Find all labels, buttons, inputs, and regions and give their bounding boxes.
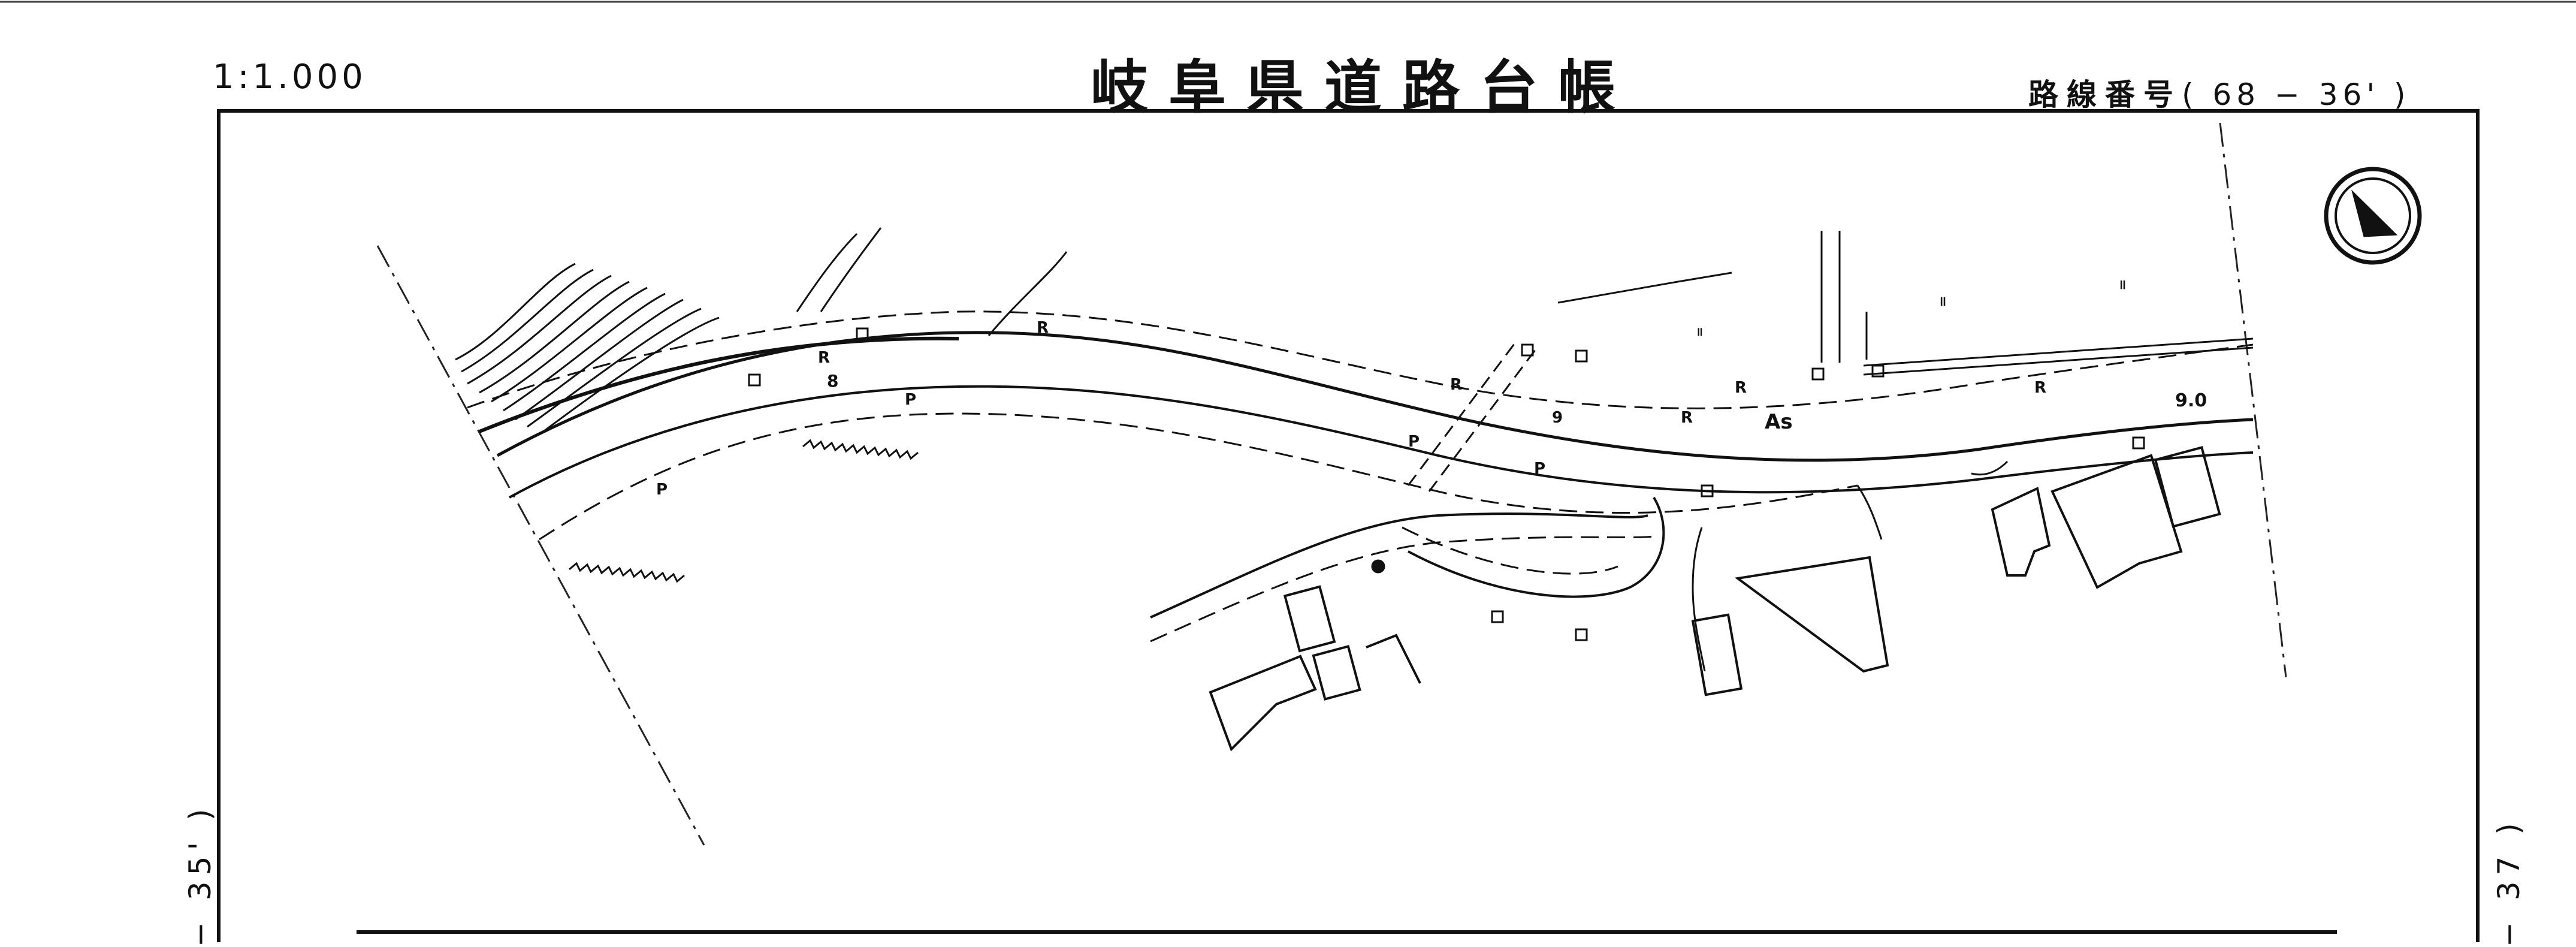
sidewalk-label-2: P bbox=[905, 391, 916, 409]
field-mark-2: ॥ bbox=[2118, 278, 2126, 292]
retaining-label-4: R bbox=[1681, 409, 1693, 427]
sidewalk-label-1: P bbox=[656, 481, 668, 499]
sidewalk-label-4: P bbox=[1534, 460, 1545, 478]
parcel-lines bbox=[1557, 231, 2254, 376]
retaining-label-3: R bbox=[1450, 376, 1462, 394]
road-width-label: 9.0 bbox=[2175, 390, 2207, 411]
retaining-label-2: R bbox=[1037, 319, 1049, 337]
map-scale: 1:1.000 bbox=[213, 58, 367, 96]
retaining-label-1: R bbox=[818, 349, 830, 367]
road-surface-label: As bbox=[1765, 410, 1793, 434]
sidewalk-label-3: P bbox=[1408, 433, 1420, 451]
north-arrow-icon bbox=[2324, 167, 2422, 265]
slope-contours bbox=[455, 227, 1068, 436]
station-label-9: 9 bbox=[1552, 409, 1563, 427]
station-label-8: 8 bbox=[827, 371, 838, 391]
field-mark-1: ॥ bbox=[1938, 294, 1946, 309]
retaining-wall-hatch bbox=[569, 439, 2009, 672]
map-frame bbox=[217, 109, 2480, 942]
buildings bbox=[1209, 446, 2221, 752]
boundary-line-right bbox=[2219, 122, 2287, 678]
route-number-value: ( 68 − 36' ) bbox=[2182, 77, 2411, 112]
crossing-dashed bbox=[1407, 341, 1538, 492]
map-labels: 8 9 As 9.0 P P P P R R R R R R ॥ ॥ ॥ bbox=[656, 278, 2207, 499]
main-road bbox=[467, 310, 2254, 541]
road-sign-symbols bbox=[748, 327, 2145, 641]
boundary-line-left bbox=[376, 245, 705, 846]
field-mark-3: ॥ bbox=[1696, 324, 1703, 339]
route-number-block: 路線番号( 68 − 36' ) bbox=[2028, 71, 2410, 114]
branch-road bbox=[1150, 496, 1665, 643]
route-number-label: 路線番号 bbox=[2028, 77, 2182, 112]
retaining-label-5: R bbox=[1735, 379, 1747, 397]
retaining-label-6: R bbox=[2034, 379, 2046, 397]
